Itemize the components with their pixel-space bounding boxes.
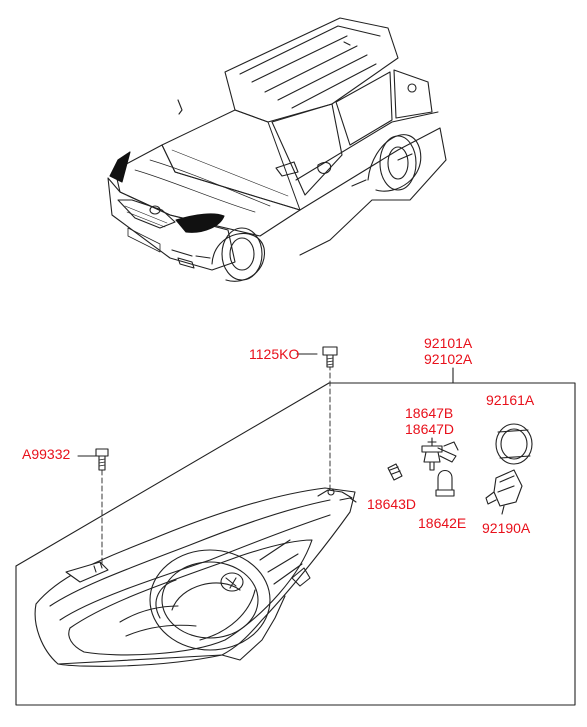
bulb-icon [387,463,403,481]
bolt-icon [95,448,109,471]
part-label-1125ko[interactable]: 1125KO [249,346,300,362]
assembly-frame [15,353,576,706]
part-label-92101a[interactable]: 92101A [424,335,473,351]
bolt-icon [322,346,338,368]
part-label-92190a[interactable]: 92190A [482,520,531,536]
part-label-92161a[interactable]: 92161A [486,392,535,408]
vehicle-illustration [107,17,447,282]
part-label-18643d[interactable]: 18643D [367,496,417,512]
part-label-18642e[interactable]: 18642E [418,515,467,531]
bulb-icon [421,437,459,471]
part-label-92102a[interactable]: 92102A [424,351,473,367]
bulb-icon [435,469,455,497]
bulb-socket-icon [485,469,523,515]
part-label-18647b[interactable]: 18647B [405,405,454,421]
part-label-18647d[interactable]: 18647D [405,421,455,437]
part-label-a99332[interactable]: A99332 [22,446,71,462]
dust-cap-icon [495,423,533,465]
bolt-leader-lines [101,364,331,571]
headlamp-assembly-illustration [34,487,357,667]
